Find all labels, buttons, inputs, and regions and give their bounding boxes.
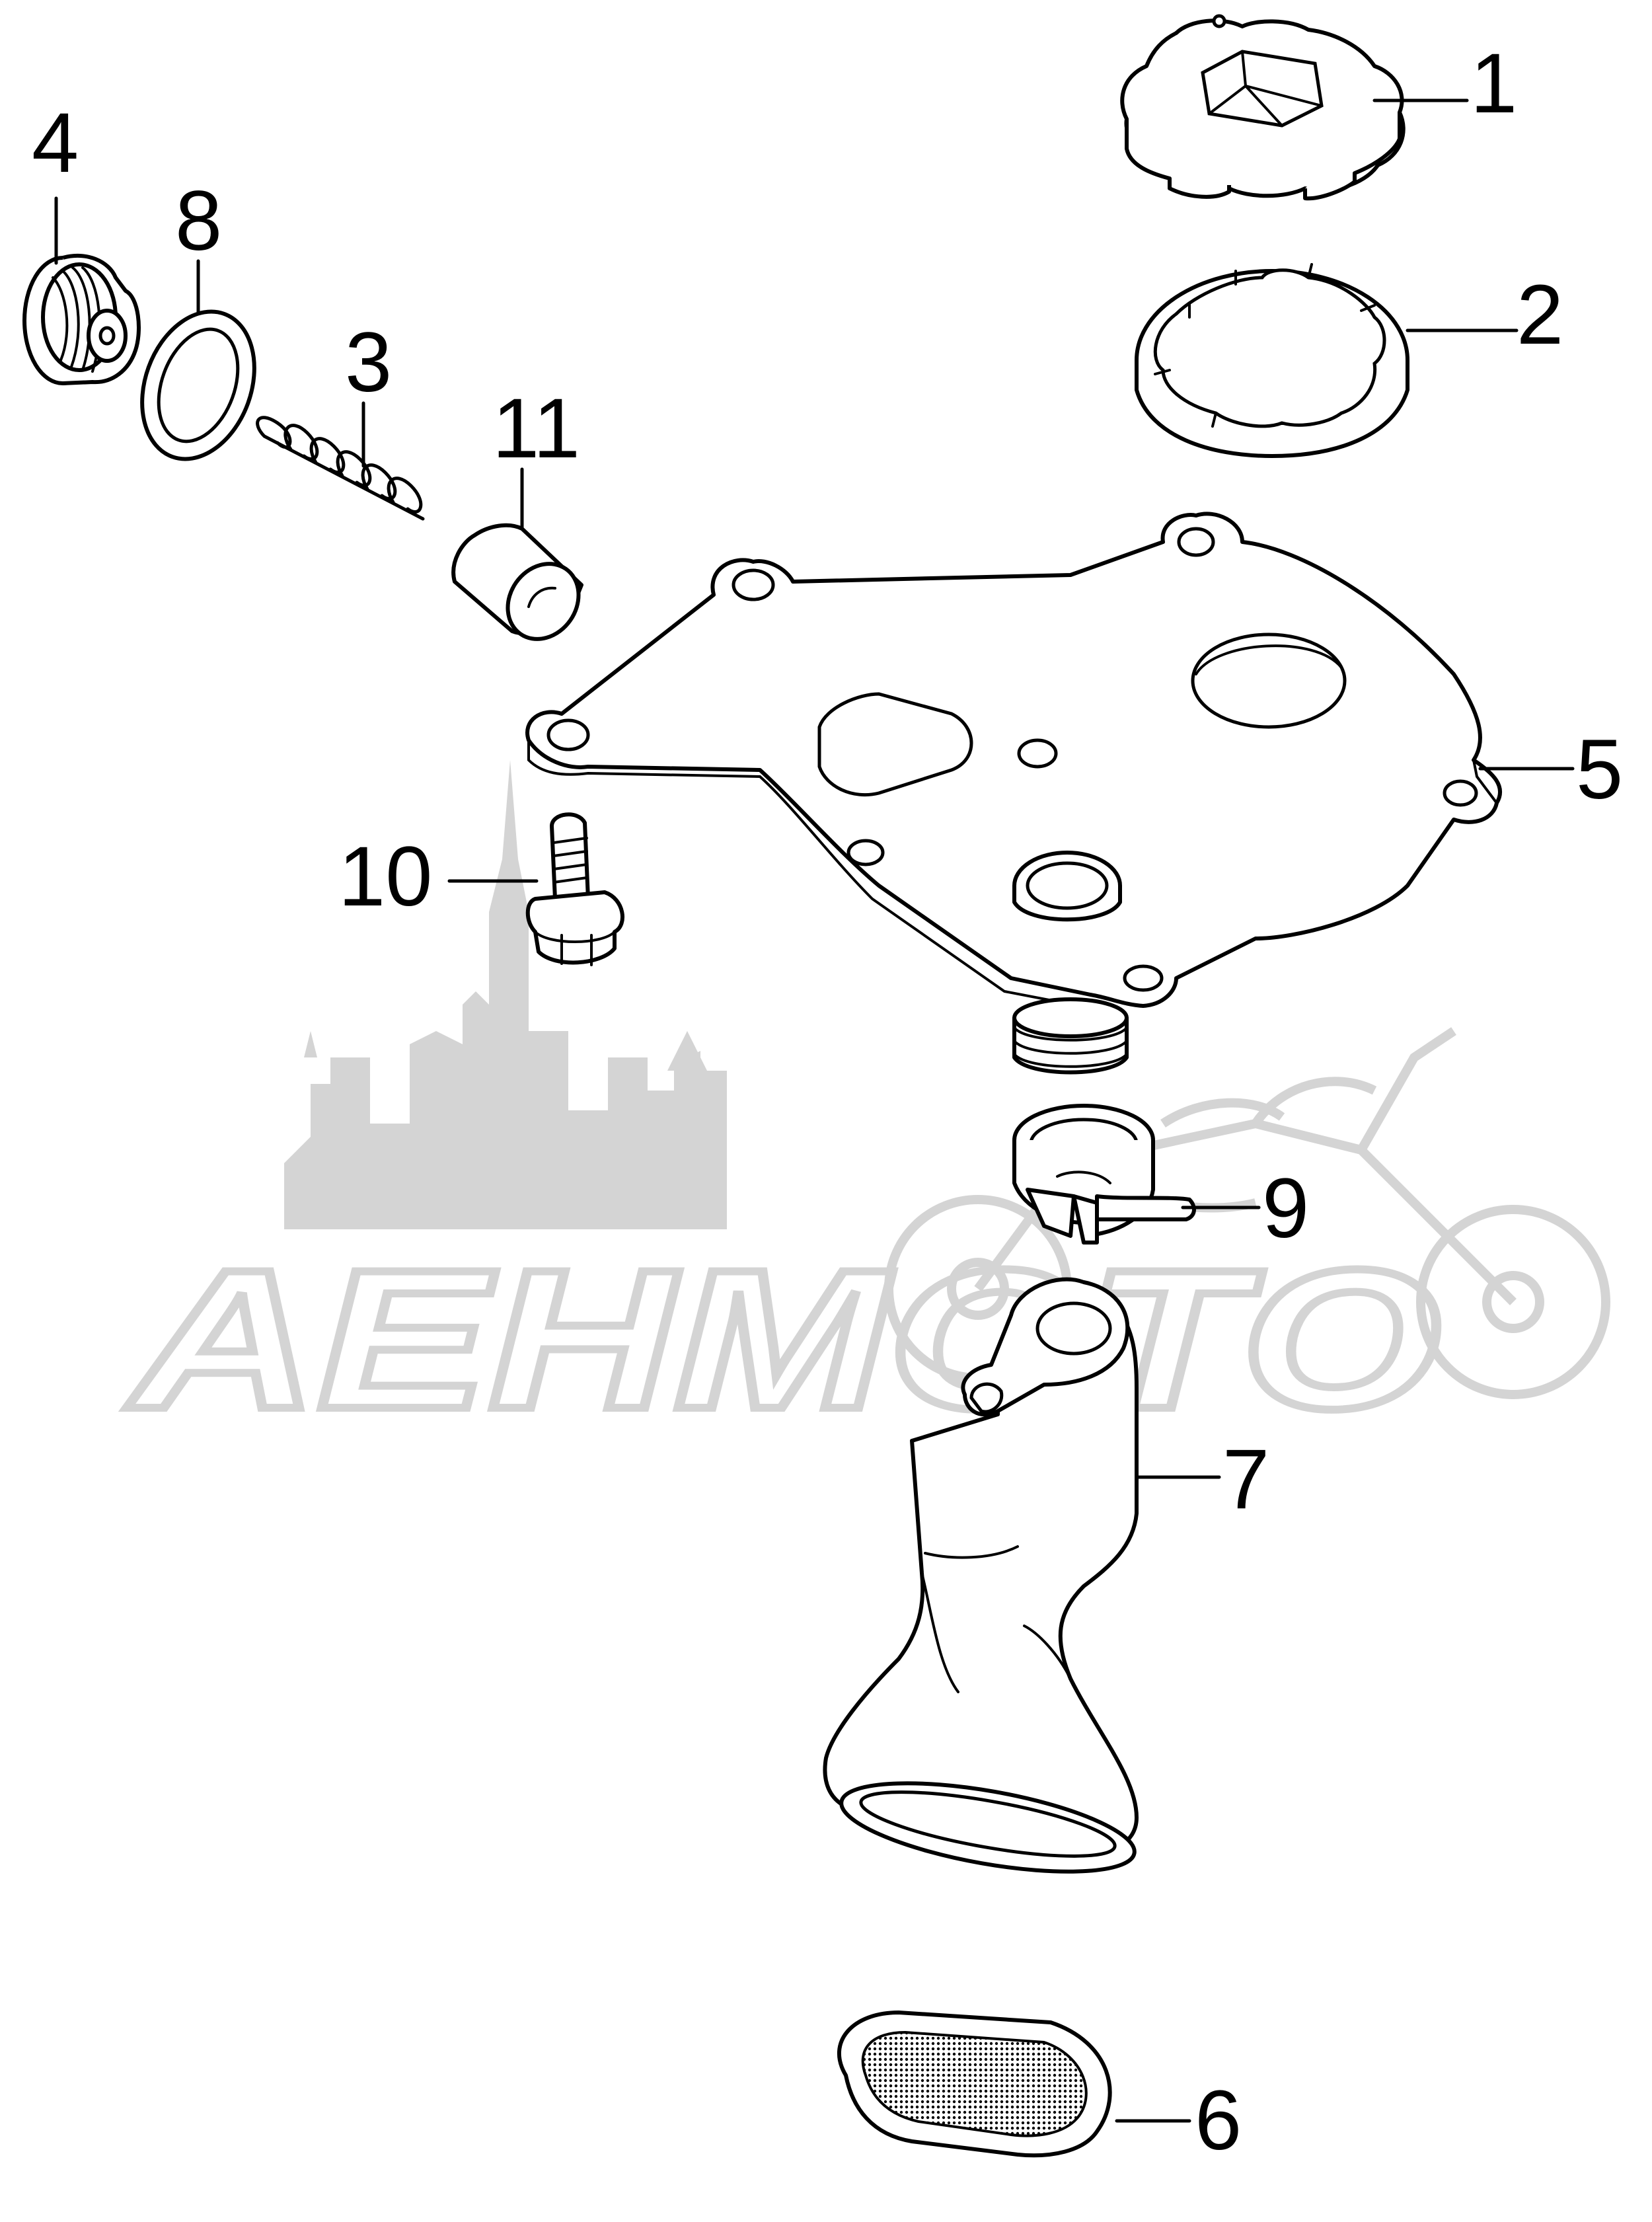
inner-rotor-part-1 — [1120, 14, 1406, 201]
callout-3: 3 — [345, 315, 392, 410]
callout-4: 4 — [32, 96, 79, 190]
callout-1: 1 — [1470, 36, 1517, 131]
pump-cover-plate-part-5 — [525, 512, 1502, 1075]
leader-lines — [54, 98, 1575, 2123]
gasket-ring-part-8 — [140, 309, 256, 461]
callout-labels: 1 2 3 4 5 6 7 8 9 10 11 — [32, 36, 1623, 2168]
strainer-screen-part-6 — [837, 2011, 1112, 2158]
callout-11: 11 — [492, 381, 580, 476]
plug-part-4 — [22, 253, 141, 385]
callout-9: 9 — [1262, 1161, 1309, 1256]
watermark-skyline — [284, 760, 727, 1229]
callout-10: 10 — [338, 829, 432, 924]
callout-8: 8 — [175, 174, 222, 268]
relief-valve-piston-part-11 — [451, 523, 583, 641]
watermark-text: АЕНМОТО — [124, 1228, 1441, 1450]
hose-clamp-part-9 — [1012, 1104, 1196, 1245]
callout-6: 6 — [1195, 2073, 1242, 2168]
bolt-part-10 — [525, 812, 624, 966]
callout-5: 5 — [1576, 722, 1623, 817]
oil-strainer-pipe-part-7 — [823, 1277, 1139, 1874]
watermark-logo: АЕНМОТО — [120, 760, 1610, 1454]
spring-part-3 — [256, 416, 425, 521]
callout-2: 2 — [1517, 268, 1563, 362]
outer-rotor-part-2 — [1135, 263, 1409, 458]
callout-7: 7 — [1222, 1432, 1269, 1527]
